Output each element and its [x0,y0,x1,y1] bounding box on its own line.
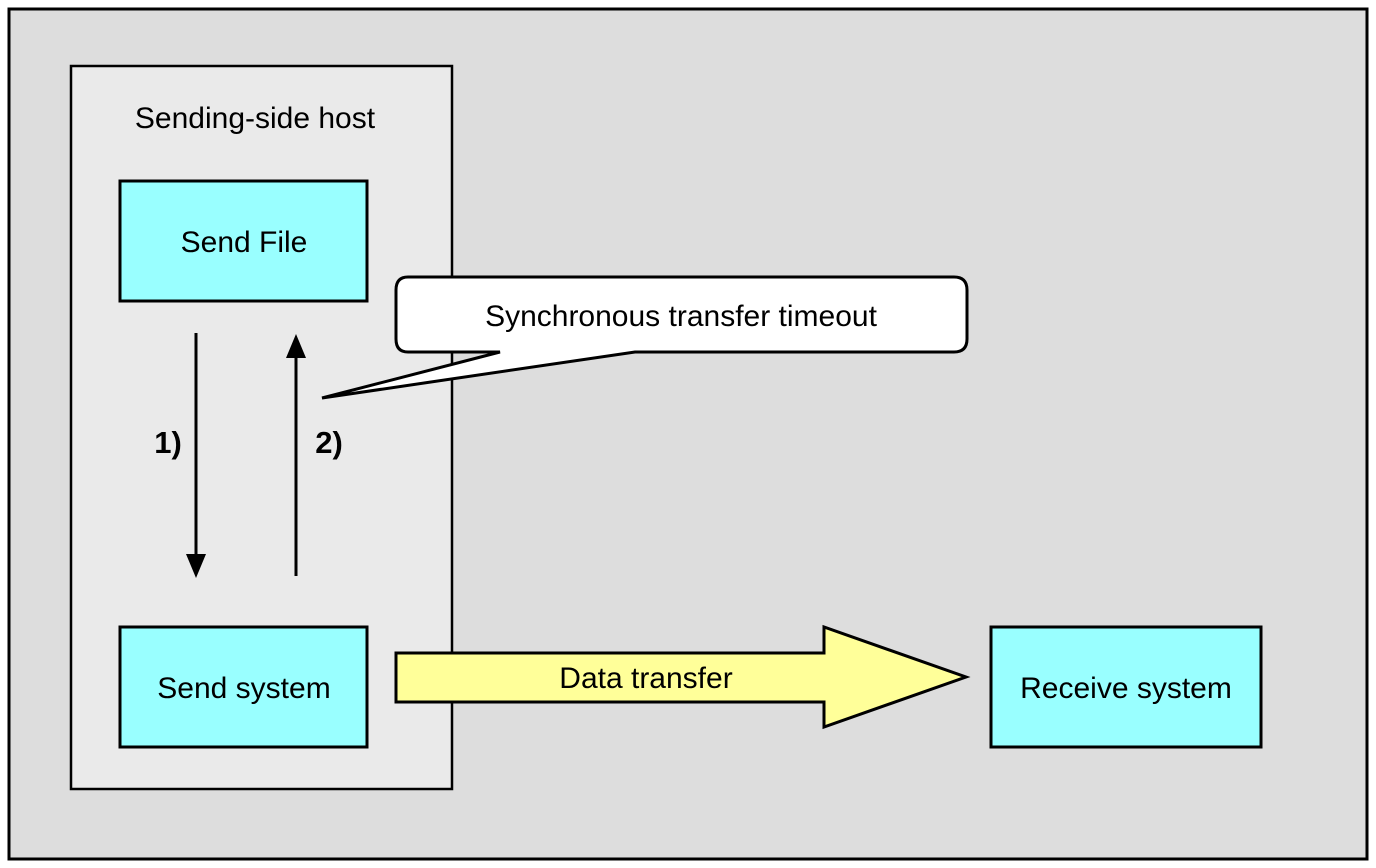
timeout-callout [321,275,969,400]
timeout-callout-label: Synchronous transfer timeout [485,300,878,333]
receive-system-box [989,625,1263,749]
receive-system-label: Receive system [1020,672,1232,705]
sending-side-host-label: Sending-side host [135,102,376,135]
step-2-label: 2) [315,425,343,460]
step-2-arrow [286,334,306,576]
step-1-label: 1) [154,425,182,460]
step-1-arrow [186,333,206,578]
send-system-box [118,625,369,749]
data-transfer-label: Data transfer [559,662,732,695]
send-system-label: Send system [157,672,330,705]
data-transfer-arrow [394,624,971,730]
send-file-box [118,179,369,303]
send-file-label: Send File [181,226,308,259]
